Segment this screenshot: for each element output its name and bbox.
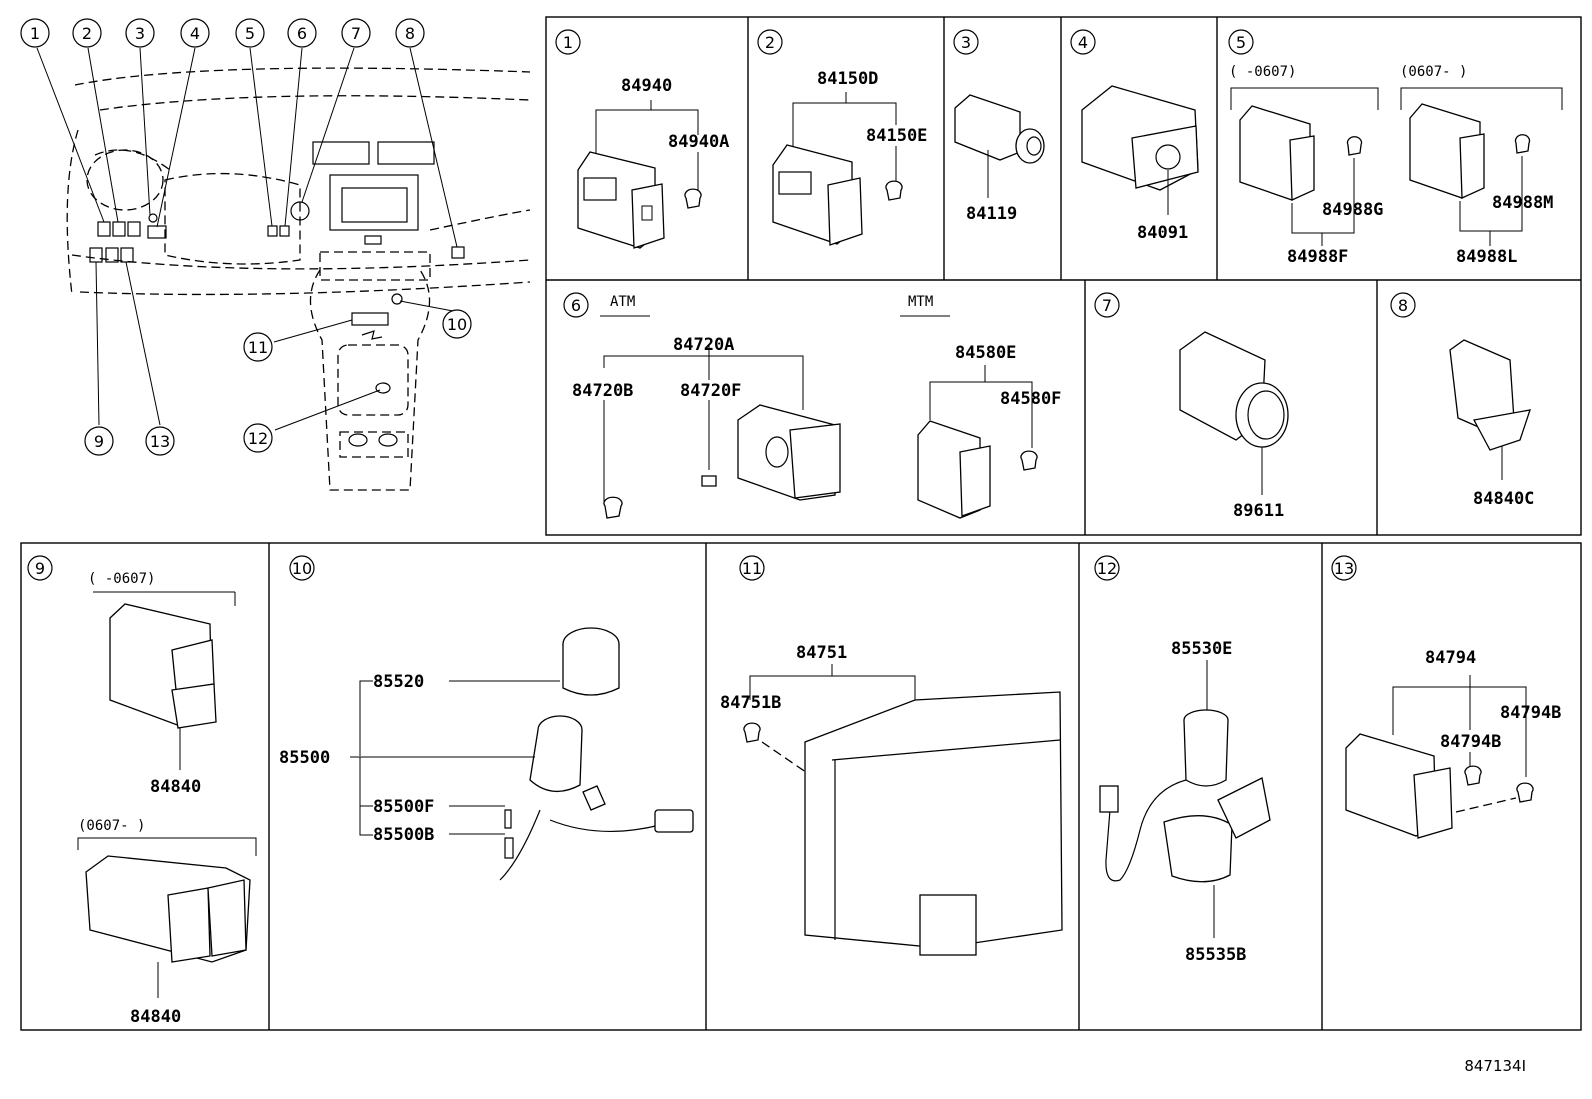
panel-2: 2 84150D 84150E bbox=[757, 29, 927, 246]
part-84720A: 84720A bbox=[673, 335, 734, 355]
svg-text:(0607- ): (0607- ) bbox=[1400, 64, 1467, 80]
part-84840C: 84840C bbox=[1473, 489, 1534, 509]
part-84840-a: 84840 bbox=[150, 777, 201, 797]
part-84580F: 84580F bbox=[1000, 389, 1061, 409]
svg-text:(0607- ): (0607- ) bbox=[78, 818, 145, 834]
svg-text:13: 13 bbox=[150, 432, 170, 451]
panel-11: 11 84751 84751B bbox=[720, 555, 1063, 956]
panel-4: 4 84091 bbox=[1070, 29, 1199, 243]
part-85530E: 85530E bbox=[1171, 639, 1232, 659]
part-85520: 85520 bbox=[373, 672, 424, 692]
svg-text:7: 7 bbox=[1102, 296, 1112, 315]
part-84119: 84119 bbox=[966, 204, 1017, 224]
panel-5: 5 ( -0607) (0607- ) 84988G 84988F 84988M… bbox=[1228, 29, 1563, 267]
svg-text:5: 5 bbox=[1236, 33, 1246, 52]
callout-8: 8 bbox=[395, 18, 425, 48]
reference-code: 847134I bbox=[1464, 1057, 1526, 1075]
part-84751: 84751 bbox=[796, 643, 847, 663]
svg-text:11: 11 bbox=[248, 338, 268, 357]
part-84751B: 84751B bbox=[720, 693, 781, 713]
part-85500F: 85500F bbox=[373, 797, 434, 817]
panel-10: 10 85520 85500 85500F 85500B bbox=[279, 555, 694, 881]
part-84988G: 84988G bbox=[1322, 200, 1383, 220]
part-84794B-b: 84794B bbox=[1440, 732, 1501, 752]
svg-text:( -0607): ( -0607) bbox=[1229, 64, 1296, 80]
callout-5: 5 bbox=[235, 18, 265, 48]
svg-text:1: 1 bbox=[30, 24, 40, 43]
panel-12: 12 85530E 85535B bbox=[1094, 555, 1271, 965]
svg-text:13: 13 bbox=[1334, 559, 1354, 578]
svg-text:2: 2 bbox=[82, 24, 92, 43]
svg-text:7: 7 bbox=[351, 24, 361, 43]
svg-text:6: 6 bbox=[571, 296, 581, 315]
panel-9: 9 ( -0607) 84840 (0607- ) 84840 bbox=[27, 555, 257, 1027]
callout-4: 4 bbox=[180, 18, 210, 48]
part-89611: 89611 bbox=[1233, 501, 1284, 521]
part-84940A: 84940A bbox=[668, 132, 729, 152]
svg-text:9: 9 bbox=[35, 559, 45, 578]
panel-8: 8 84840C bbox=[1390, 292, 1534, 509]
panel-grid bbox=[20, 16, 1582, 1031]
part-85500B: 85500B bbox=[373, 825, 434, 845]
panel-6: 6 ATM MTM 84720A 84720B 84720F 84580E 84… bbox=[563, 292, 1061, 519]
part-84794: 84794 bbox=[1425, 648, 1476, 668]
svg-text:4: 4 bbox=[190, 24, 200, 43]
part-84988M: 84988M bbox=[1492, 193, 1553, 213]
panel-7: 7 89611 bbox=[1094, 292, 1289, 521]
callout-13: 13 bbox=[145, 426, 175, 456]
callout-1: 1 bbox=[20, 18, 50, 48]
svg-text:6: 6 bbox=[297, 24, 307, 43]
svg-text:3: 3 bbox=[961, 33, 971, 52]
svg-text:10: 10 bbox=[292, 559, 312, 578]
callout-12: 12 bbox=[243, 423, 273, 453]
part-84840-b: 84840 bbox=[130, 1007, 181, 1027]
part-84988L: 84988L bbox=[1456, 247, 1517, 267]
dashboard-overview bbox=[36, 47, 531, 491]
callout-2: 2 bbox=[72, 18, 102, 48]
svg-text:MTM: MTM bbox=[908, 294, 933, 310]
panel-1: 1 84940 84940A bbox=[555, 29, 729, 249]
part-85535B: 85535B bbox=[1185, 945, 1246, 965]
part-84988F: 84988F bbox=[1287, 247, 1348, 267]
svg-text:( -0607): ( -0607) bbox=[88, 571, 155, 587]
part-84720F: 84720F bbox=[680, 381, 741, 401]
svg-text:11: 11 bbox=[742, 559, 762, 578]
part-84794B-a: 84794B bbox=[1500, 703, 1561, 723]
svg-text:10: 10 bbox=[447, 315, 467, 334]
svg-text:12: 12 bbox=[248, 429, 268, 448]
svg-text:9: 9 bbox=[94, 432, 104, 451]
callout-10: 10 bbox=[442, 309, 472, 339]
panel-13: 13 84794 84794B 84794B bbox=[1331, 555, 1561, 839]
panel-3: 3 84119 bbox=[953, 29, 1045, 224]
part-84940: 84940 bbox=[621, 76, 672, 96]
svg-text:8: 8 bbox=[1398, 296, 1408, 315]
svg-text:ATM: ATM bbox=[610, 294, 635, 310]
part-84091: 84091 bbox=[1137, 223, 1188, 243]
svg-text:2: 2 bbox=[765, 33, 775, 52]
callout-9: 9 bbox=[84, 426, 114, 456]
callout-7: 7 bbox=[341, 18, 371, 48]
part-84150E: 84150E bbox=[866, 126, 927, 146]
part-84150D: 84150D bbox=[817, 69, 878, 89]
part-84720B: 84720B bbox=[572, 381, 633, 401]
svg-text:12: 12 bbox=[1097, 559, 1117, 578]
callout-3: 3 bbox=[125, 18, 155, 48]
callout-11: 11 bbox=[243, 332, 273, 362]
part-85500: 85500 bbox=[279, 748, 330, 768]
svg-text:5: 5 bbox=[245, 24, 255, 43]
svg-text:4: 4 bbox=[1078, 33, 1088, 52]
svg-text:3: 3 bbox=[135, 24, 145, 43]
svg-text:1: 1 bbox=[563, 33, 573, 52]
callout-6: 6 bbox=[287, 18, 317, 48]
part-84580E: 84580E bbox=[955, 343, 1016, 363]
svg-text:8: 8 bbox=[405, 24, 415, 43]
